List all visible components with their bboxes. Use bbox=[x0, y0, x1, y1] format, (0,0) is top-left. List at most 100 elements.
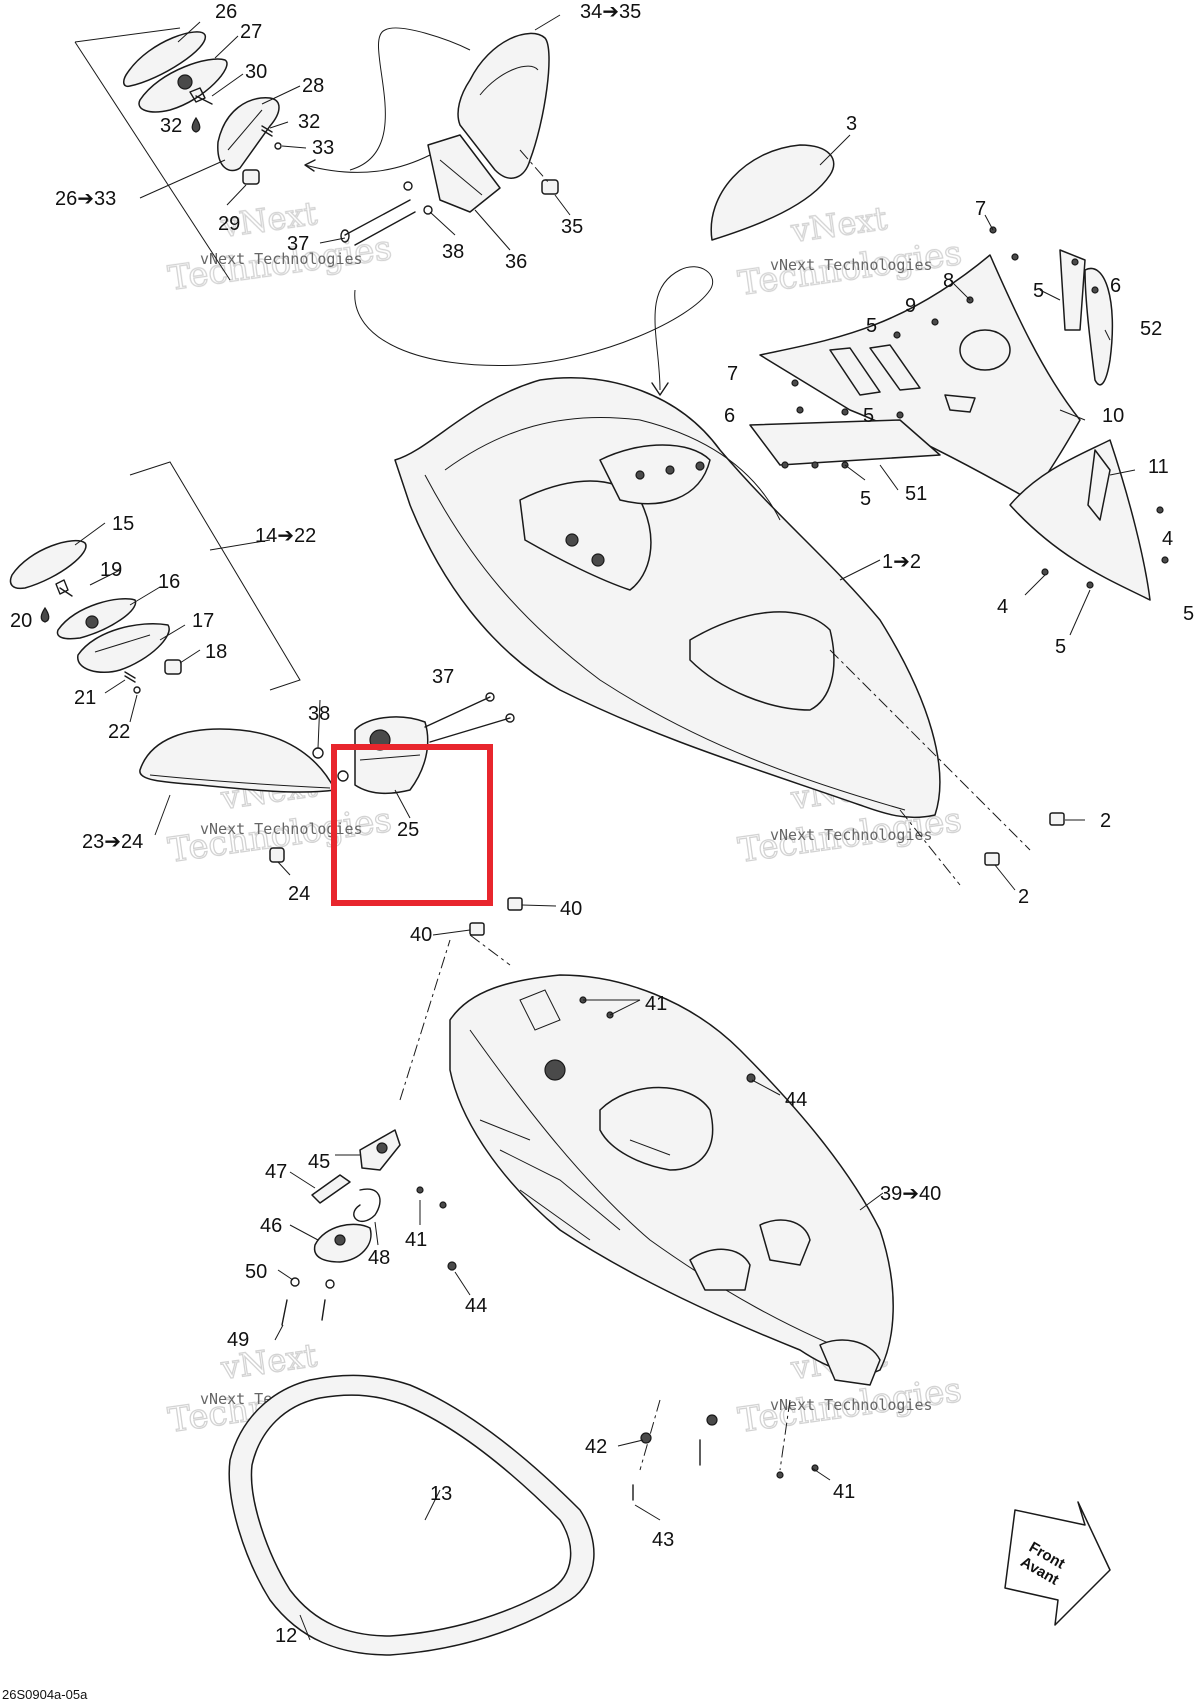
part-47-lever bbox=[311, 1174, 351, 1204]
label-5-mid: 5 bbox=[866, 315, 877, 337]
arrow-head-console bbox=[651, 382, 669, 396]
highlight-box-part-25 bbox=[331, 744, 493, 906]
part-38-washer-a bbox=[403, 181, 413, 191]
part-10-clip bbox=[944, 394, 976, 413]
part-32-spring bbox=[261, 125, 273, 137]
part-49-screws bbox=[281, 1299, 326, 1326]
part-39-seat-block-b bbox=[759, 1219, 811, 1266]
part-8-light bbox=[959, 329, 1011, 371]
label-47: 47 bbox=[265, 1161, 287, 1183]
front-direction-arrow: Front Avant bbox=[1004, 1501, 1111, 1626]
part-11-vent bbox=[1087, 449, 1111, 521]
part-46-hole bbox=[334, 1234, 346, 1246]
label-42: 42 bbox=[585, 1436, 607, 1458]
watermark-caption-3: vNext Technologies bbox=[200, 820, 363, 838]
part-25-detail bbox=[359, 754, 421, 761]
part-1-dash bbox=[599, 444, 711, 505]
part-19-screw bbox=[55, 579, 73, 597]
label-2-lower: 2 bbox=[1018, 886, 1029, 908]
label-44-lower: 44 bbox=[465, 1295, 487, 1317]
part-39-lower-deck bbox=[449, 974, 894, 1375]
part-34-mirror-shell bbox=[457, 32, 550, 179]
mirror-assembly-upper bbox=[74, 27, 431, 281]
part-labels: 26 27 30 28 32 32 33 29 26➔33 34➔35 35 3… bbox=[10, 1, 1194, 1647]
part-1-hole-1 bbox=[565, 533, 579, 547]
part-50-washer-b bbox=[325, 1279, 335, 1289]
deck-lower-part-39 bbox=[399, 897, 894, 1501]
label-40-left: 40 bbox=[410, 924, 432, 946]
label-51: 51 bbox=[905, 483, 927, 505]
watermark-caption-1: vNext Technologies bbox=[200, 250, 363, 268]
label-4-left: 4 bbox=[997, 596, 1008, 618]
part-37-bolt-end-a bbox=[485, 692, 495, 702]
arrow-26-to-36 bbox=[304, 154, 431, 173]
part-39-storage-lid bbox=[599, 1086, 714, 1171]
label-5-top-right: 5 bbox=[1033, 280, 1044, 302]
part-35-nut bbox=[541, 179, 559, 195]
part-36-detail bbox=[439, 159, 483, 196]
part-50-washer bbox=[290, 1277, 300, 1287]
part-39-latch bbox=[519, 989, 561, 1031]
label-12: 12 bbox=[275, 1625, 297, 1647]
part-37-bolts-lower bbox=[424, 696, 511, 743]
group-bracket-side bbox=[74, 41, 231, 281]
label-1-2: 1➔2 bbox=[882, 551, 921, 573]
part-1-switch-1 bbox=[635, 470, 645, 480]
axis-part-41-right bbox=[779, 1399, 791, 1471]
part-2-nut-b bbox=[984, 852, 1000, 866]
mirror-assembly-lower bbox=[9, 461, 515, 863]
label-18: 18 bbox=[205, 641, 227, 663]
part-37-bolt-end-b bbox=[505, 713, 515, 723]
part-37-bolt-head bbox=[340, 229, 350, 243]
label-23-24: 23➔24 bbox=[82, 831, 143, 853]
part-3-cover bbox=[710, 144, 835, 241]
part-1-hole-2 bbox=[591, 553, 605, 567]
label-3: 3 bbox=[846, 113, 857, 135]
part-15-mirror-glass bbox=[9, 539, 87, 590]
watermark-caption-4: vNext Technologies bbox=[770, 826, 933, 844]
label-40-right: 40 bbox=[560, 898, 582, 920]
label-5-lower: 5 bbox=[860, 488, 871, 510]
part-39-rim bbox=[469, 1029, 871, 1361]
watermark-1: vNext Technologies bbox=[165, 193, 395, 299]
label-29: 29 bbox=[218, 213, 240, 235]
front-arrow-shape bbox=[1004, 1501, 1111, 1626]
label-39-40: 39➔40 bbox=[880, 1183, 941, 1205]
part-1-contour-2 bbox=[444, 417, 781, 521]
label-37-lower: 37 bbox=[432, 666, 454, 688]
part-39-rear-bracket bbox=[819, 1339, 881, 1386]
part-34-detail bbox=[479, 65, 539, 96]
part-1-contour-1 bbox=[424, 474, 906, 811]
part-28-mirror-housing bbox=[217, 97, 280, 172]
label-8: 8 bbox=[943, 270, 954, 292]
part-28-detail bbox=[227, 109, 263, 151]
label-16: 16 bbox=[158, 571, 180, 593]
axis-part-40 bbox=[469, 934, 511, 966]
gasket-group bbox=[228, 1374, 595, 1656]
label-7-left: 7 bbox=[727, 363, 738, 385]
label-6-top: 6 bbox=[1110, 275, 1121, 297]
part-52-trim bbox=[1084, 267, 1114, 386]
part-51-lower-trim bbox=[749, 419, 941, 466]
screws-upper-right bbox=[781, 226, 1169, 589]
label-34-35: 34➔35 bbox=[580, 1, 641, 23]
part-20-drop-icon bbox=[40, 606, 50, 623]
axis-part-41-left bbox=[399, 939, 451, 1101]
part-1-switch-2 bbox=[665, 465, 675, 475]
label-46: 46 bbox=[260, 1215, 282, 1237]
label-33: 33 bbox=[312, 137, 334, 159]
label-26: 26 bbox=[215, 1, 237, 23]
label-41-right: 41 bbox=[833, 1481, 855, 1503]
latch-assembly bbox=[281, 1129, 401, 1326]
drawing-code: 26S0904a-05a bbox=[2, 1687, 88, 1702]
label-20: 20 bbox=[10, 610, 32, 632]
label-11: 11 bbox=[1148, 456, 1169, 478]
part-38-washer-lower-b bbox=[337, 770, 349, 782]
label-7-top: 7 bbox=[975, 198, 986, 220]
label-22: 22 bbox=[108, 721, 130, 743]
label-27: 27 bbox=[240, 21, 262, 43]
label-50: 50 bbox=[245, 1261, 267, 1283]
deck-upper-part-1 bbox=[394, 377, 1065, 886]
part-24-nut bbox=[269, 847, 285, 863]
part-39-ribs bbox=[479, 1119, 621, 1241]
